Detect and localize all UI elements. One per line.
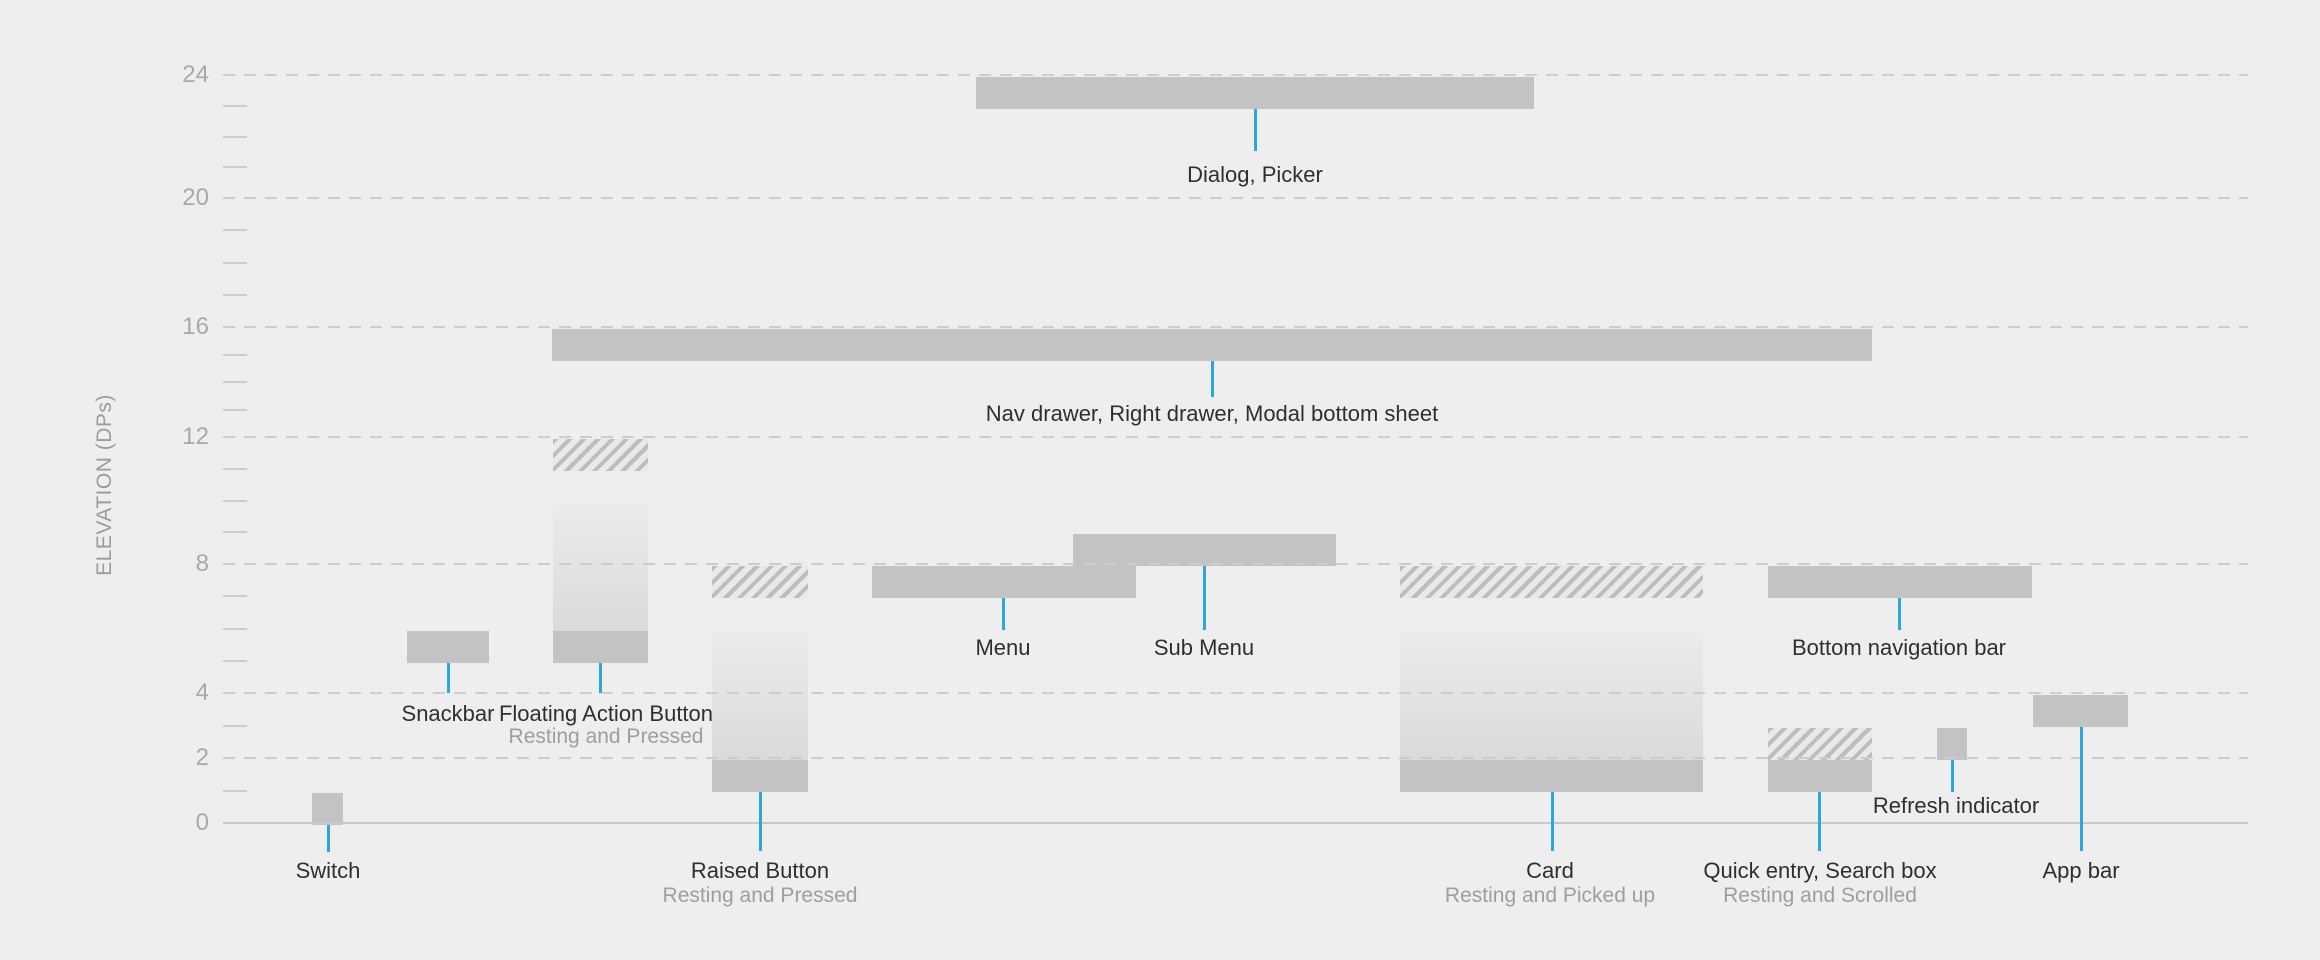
bar-switch: [312, 792, 343, 825]
bar-menu: [872, 566, 1136, 598]
y-minor-tick-7: [223, 595, 247, 598]
pointer-line-fab: [598, 662, 602, 693]
label-menu: Menu: [975, 635, 1031, 660]
bar-quick-entry-search-resting: [1768, 760, 1872, 792]
label-refresh-indicator: Refresh indicator: [1872, 793, 2040, 818]
bar-card-transition-gradient: [1400, 630, 1703, 760]
bar-fab-pressed-hatched: [553, 439, 648, 471]
y-minor-tick-18: [223, 261, 247, 264]
y-minor-tick-1: [223, 789, 247, 792]
y-minor-tick-10: [223, 499, 247, 502]
gridline-12: [223, 436, 2248, 438]
y-minor-tick-14: [223, 381, 247, 383]
pointer-line-quick-entry-search: [1817, 792, 1821, 851]
label-card: Card: [1526, 858, 1574, 883]
bar-quick-entry-search-pressed-hatched: [1768, 727, 1872, 760]
label-fab: Floating Action Button: [498, 701, 714, 726]
y-minor-tick-13: [223, 408, 247, 411]
gridline-24: [223, 74, 2248, 76]
y-tick-label-8: 8: [195, 550, 209, 577]
sublabel-card: Resting and Picked up: [1444, 884, 1656, 907]
y-tick-label-0: 0: [195, 809, 209, 836]
bar-card-resting: [1400, 760, 1703, 792]
bar-app-bar: [2033, 695, 2128, 727]
gridline-8: [223, 563, 2248, 565]
baseline-0: [223, 822, 2248, 824]
pointer-line-bottom-nav-bar: [1897, 598, 1901, 630]
label-quick-entry-search: Quick entry, Search box: [1703, 858, 1937, 883]
y-minor-tick-3: [223, 724, 247, 727]
y-minor-tick-19: [223, 229, 247, 232]
y-tick-label-4: 4: [195, 679, 209, 706]
sublabel-raised-button: Resting and Pressed: [662, 884, 858, 907]
bar-fab-resting: [553, 630, 648, 663]
label-switch: Switch: [295, 858, 361, 883]
bar-raised-button-resting: [712, 760, 808, 792]
bar-fab-transition-gradient: [553, 502, 648, 631]
pointer-line-refresh-indicator: [1950, 759, 1954, 792]
pointer-line-nav-drawer: [1210, 361, 1214, 397]
pointer-line-menu: [1001, 598, 1005, 630]
y-tick-label-24: 24: [182, 61, 209, 88]
sublabel-fab: Resting and Pressed: [508, 725, 704, 748]
label-raised-button: Raised Button: [690, 858, 830, 883]
y-minor-tick-21: [223, 166, 247, 169]
y-tick-label-16: 16: [182, 313, 209, 340]
bar-raised-button-pressed-hatched: [712, 566, 808, 598]
y-minor-tick-6: [223, 627, 247, 630]
y-tick-label-2: 2: [195, 744, 209, 771]
sublabel-quick-entry-search: Resting and Scrolled: [1723, 884, 1917, 907]
pointer-line-sub-menu: [1202, 566, 1206, 630]
y-minor-tick-23: [223, 104, 247, 107]
label-sub-menu: Sub Menu: [1153, 635, 1255, 660]
label-bottom-nav-bar: Bottom navigation bar: [1791, 635, 2007, 660]
y-minor-tick-11: [223, 467, 247, 470]
bar-sub-menu: [1073, 534, 1336, 567]
gridline-4: [223, 692, 2248, 694]
label-nav-drawer: Nav drawer, Right drawer, Modal bottom s…: [985, 401, 1439, 426]
pointer-line-card: [1550, 792, 1554, 851]
gridline-20: [223, 197, 2248, 199]
y-tick-label-20: 20: [182, 184, 209, 211]
gridline-16: [223, 326, 2248, 328]
gridline-2: [223, 757, 2248, 759]
y-minor-tick-5: [223, 659, 247, 662]
pointer-line-app-bar: [2079, 727, 2083, 851]
bar-dialog-picker: [976, 77, 1534, 109]
pointer-line-snackbar: [446, 662, 450, 693]
pointer-line-raised-button: [758, 792, 762, 851]
pointer-line-dialog-picker: [1253, 109, 1257, 151]
y-minor-tick-17: [223, 293, 247, 296]
bar-bottom-nav-bar: [1768, 566, 2032, 598]
bar-snackbar: [407, 630, 489, 663]
bar-refresh-indicator: [1937, 727, 1967, 760]
label-dialog-picker: Dialog, Picker: [1187, 162, 1323, 187]
y-minor-tick-22: [223, 135, 247, 138]
bar-card-pressed-hatched: [1400, 566, 1703, 598]
pointer-line-switch: [326, 824, 330, 852]
y-minor-tick-9: [223, 531, 247, 534]
bar-nav-drawer: [552, 329, 1872, 361]
label-app-bar: App bar: [2042, 858, 2120, 883]
y-tick-label-12: 12: [182, 423, 209, 450]
y-minor-tick-15: [223, 353, 247, 356]
label-snackbar: Snackbar: [401, 701, 495, 726]
bar-raised-button-transition-gradient: [712, 630, 808, 760]
